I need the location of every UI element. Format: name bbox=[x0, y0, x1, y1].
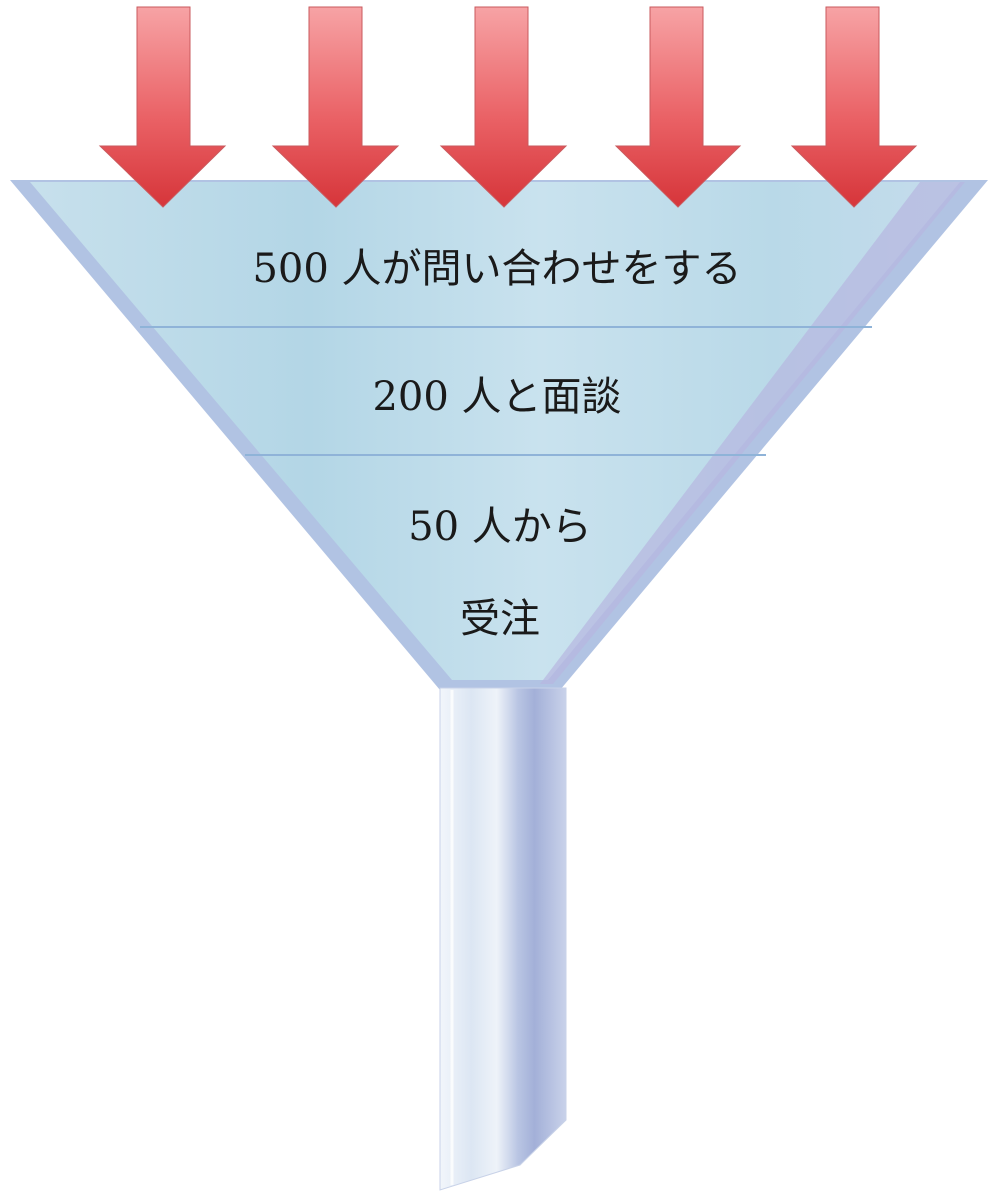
funnel-stem bbox=[439, 687, 567, 1191]
funnel-right-shade bbox=[540, 182, 965, 684]
down-arrow-icon-5 bbox=[790, 6, 918, 208]
down-arrow-icon-2 bbox=[271, 6, 400, 208]
stage-3-label-line1: 50 人から bbox=[408, 504, 592, 550]
stage-2-label: 200 人と面談 bbox=[372, 374, 621, 420]
down-arrow-icon-1 bbox=[98, 6, 227, 208]
stage-3-label-line2: 受注 bbox=[460, 596, 540, 642]
down-arrow-icon-4 bbox=[614, 6, 742, 208]
down-arrow-icon-3 bbox=[439, 6, 568, 208]
stage-1-label: 500 人が問い合わせをする bbox=[252, 246, 741, 292]
funnel-body bbox=[30, 182, 960, 680]
